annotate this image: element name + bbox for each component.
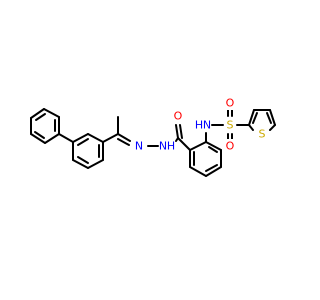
atom-label-sulfonyl-o-top: O bbox=[225, 96, 235, 110]
sulfonyl-double-bond-bottom bbox=[227, 133, 233, 140]
sulfonyl-o-bottom-label: O bbox=[226, 140, 235, 153]
atom-label-sulfonamide-nh: H N bbox=[195, 118, 211, 132]
atom-label-sulfonyl-s: S bbox=[225, 118, 235, 132]
phenyl-ring-middle bbox=[72, 133, 104, 169]
benzamide-ring bbox=[189, 141, 222, 177]
sulfonyl-double-bond-top bbox=[227, 109, 233, 117]
amide-n-label: N bbox=[159, 140, 167, 153]
atom-label-sulfonyl-o-bottom: O bbox=[225, 139, 235, 153]
atom-label-imine-n: N bbox=[134, 139, 144, 153]
thiophene-ring bbox=[248, 109, 276, 131]
ring-to-imine-carbon-bond bbox=[102, 133, 119, 143]
phenyl-ring-terminal bbox=[30, 108, 60, 144]
sulfonyl-s-label: S bbox=[227, 119, 234, 132]
molecule-structure-diagram: N N H O H N S O O S bbox=[30, 96, 276, 177]
atom-label-thiophene-s: S bbox=[257, 127, 267, 141]
imine-double-bond bbox=[117, 133, 131, 146]
amide-h-label: H bbox=[167, 140, 175, 153]
sulfonamide-h-label: H bbox=[195, 119, 203, 132]
imine-n-label: N bbox=[135, 140, 143, 153]
atom-label-carbonyl-o: O bbox=[173, 109, 183, 123]
sulfonamide-n-label: N bbox=[203, 119, 211, 132]
biphenyl-bond bbox=[58, 133, 74, 143]
atom-label-amide-nh: N H bbox=[159, 139, 175, 153]
carbonyl-to-ring-bond bbox=[177, 137, 191, 151]
carbonyl-o-label: O bbox=[174, 110, 183, 123]
thiophene-s-label: S bbox=[259, 128, 266, 141]
sulfonyl-o-top-label: O bbox=[226, 97, 235, 110]
carbonyl-double-bond bbox=[175, 124, 183, 139]
